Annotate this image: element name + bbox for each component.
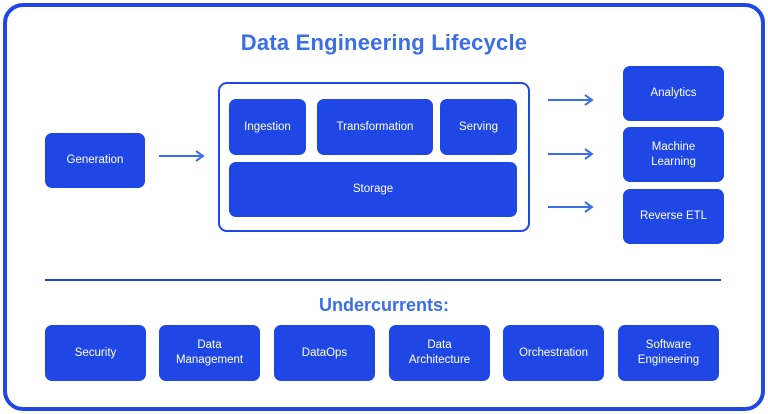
ingestion-label: Ingestion [244,120,291,133]
arrow-right-icon [548,94,594,106]
transformation-label: Transformation [336,120,414,133]
lifecycle-container [218,82,530,232]
data-management-box: Data Management [159,325,260,381]
arrow-right-icon [159,150,205,162]
diagram-title: Data Engineering Lifecycle [240,30,528,55]
software-engineering-label: Software Engineering [637,339,700,366]
arrow-right-icon [548,148,594,160]
analytics-box: Analytics [623,66,724,121]
data-architecture-label: Data Architecture [408,339,471,366]
ingestion-box: Ingestion [229,99,306,155]
reverse-etl-box: Reverse ETL [623,189,724,244]
arrow-right-icon [548,201,594,213]
generation-label: Generation [66,154,124,166]
divider [45,279,721,281]
security-box: Security [45,325,146,381]
serving-box: Serving [440,99,517,155]
software-engineering-box: Software Engineering [618,325,719,381]
data-architecture-box: Data Architecture [389,325,490,381]
dataops-label: DataOps [301,346,348,359]
machine-learning-label: Machine Learning [651,140,696,168]
storage-label: Storage [352,183,394,195]
machine-learning-box: Machine Learning [623,127,724,182]
security-label: Security [74,346,117,359]
analytics-label: Analytics [650,87,697,99]
transformation-box: Transformation [317,99,433,155]
orchestration-box: Orchestration [503,325,604,381]
data-management-label: Data Management [175,339,244,366]
generation-box: Generation [45,133,145,188]
undercurrents-title: Undercurrents: [318,295,450,315]
storage-box: Storage [229,162,517,217]
serving-label: Serving [459,120,498,133]
reverse-etl-label: Reverse ETL [639,210,708,222]
dataops-box: DataOps [274,325,375,381]
orchestration-label: Orchestration [518,346,589,359]
